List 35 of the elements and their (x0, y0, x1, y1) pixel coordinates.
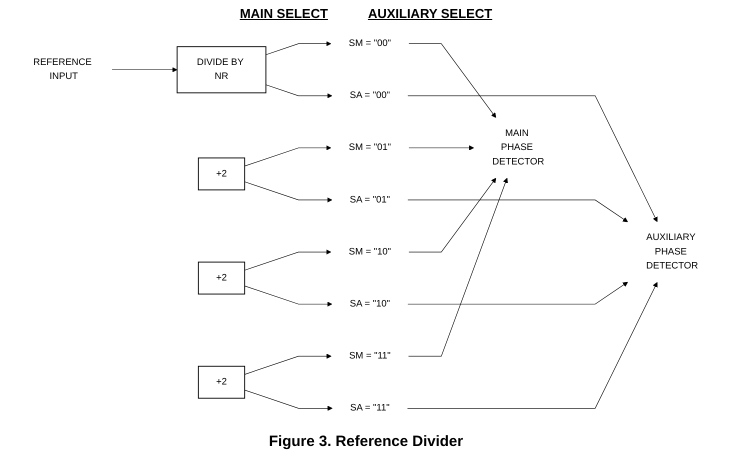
node-text: AUXILIARY PHASE DETECTOR (646, 232, 698, 271)
arrow (244, 390, 333, 411)
node-text: SA = "01" (350, 194, 390, 205)
node-text: SM = "10" (348, 246, 392, 257)
node-box: +2 (198, 366, 246, 399)
node-text: SA = "00" (350, 90, 390, 101)
section-heading: MAIN SELECT (240, 6, 328, 21)
node-text: SM = "11" (349, 350, 391, 361)
arrow (244, 286, 332, 307)
section-heading: AUXILIARY SELECT (368, 6, 492, 21)
figure-caption: Figure 3. Reference Divider (268, 433, 464, 450)
node-box: +2 (198, 262, 246, 294)
arrow (407, 282, 628, 304)
node-text: MAIN PHASE DETECTOR (492, 128, 544, 167)
arrow (408, 145, 474, 150)
arrow (407, 200, 628, 222)
arrow (244, 249, 332, 271)
arrow (408, 43, 496, 118)
arrow (266, 41, 332, 56)
arrow (244, 354, 332, 375)
node-box: +2 (198, 158, 246, 190)
arrow (266, 84, 332, 98)
arrow (407, 96, 658, 222)
arrow (408, 178, 508, 356)
arrow (112, 67, 178, 72)
arrow (408, 178, 496, 252)
node-text: SM = "01" (348, 142, 392, 153)
node-text: SA = "10" (350, 298, 390, 309)
node-text: SA = "11" (350, 402, 390, 414)
node-text: REFERENCE INPUT (33, 57, 92, 82)
arrow (244, 181, 332, 203)
arrow (407, 282, 658, 409)
node-text: SM = "00" (348, 38, 392, 48)
arrow (244, 145, 332, 166)
node-box: DIVIDE BY NR (176, 46, 266, 94)
